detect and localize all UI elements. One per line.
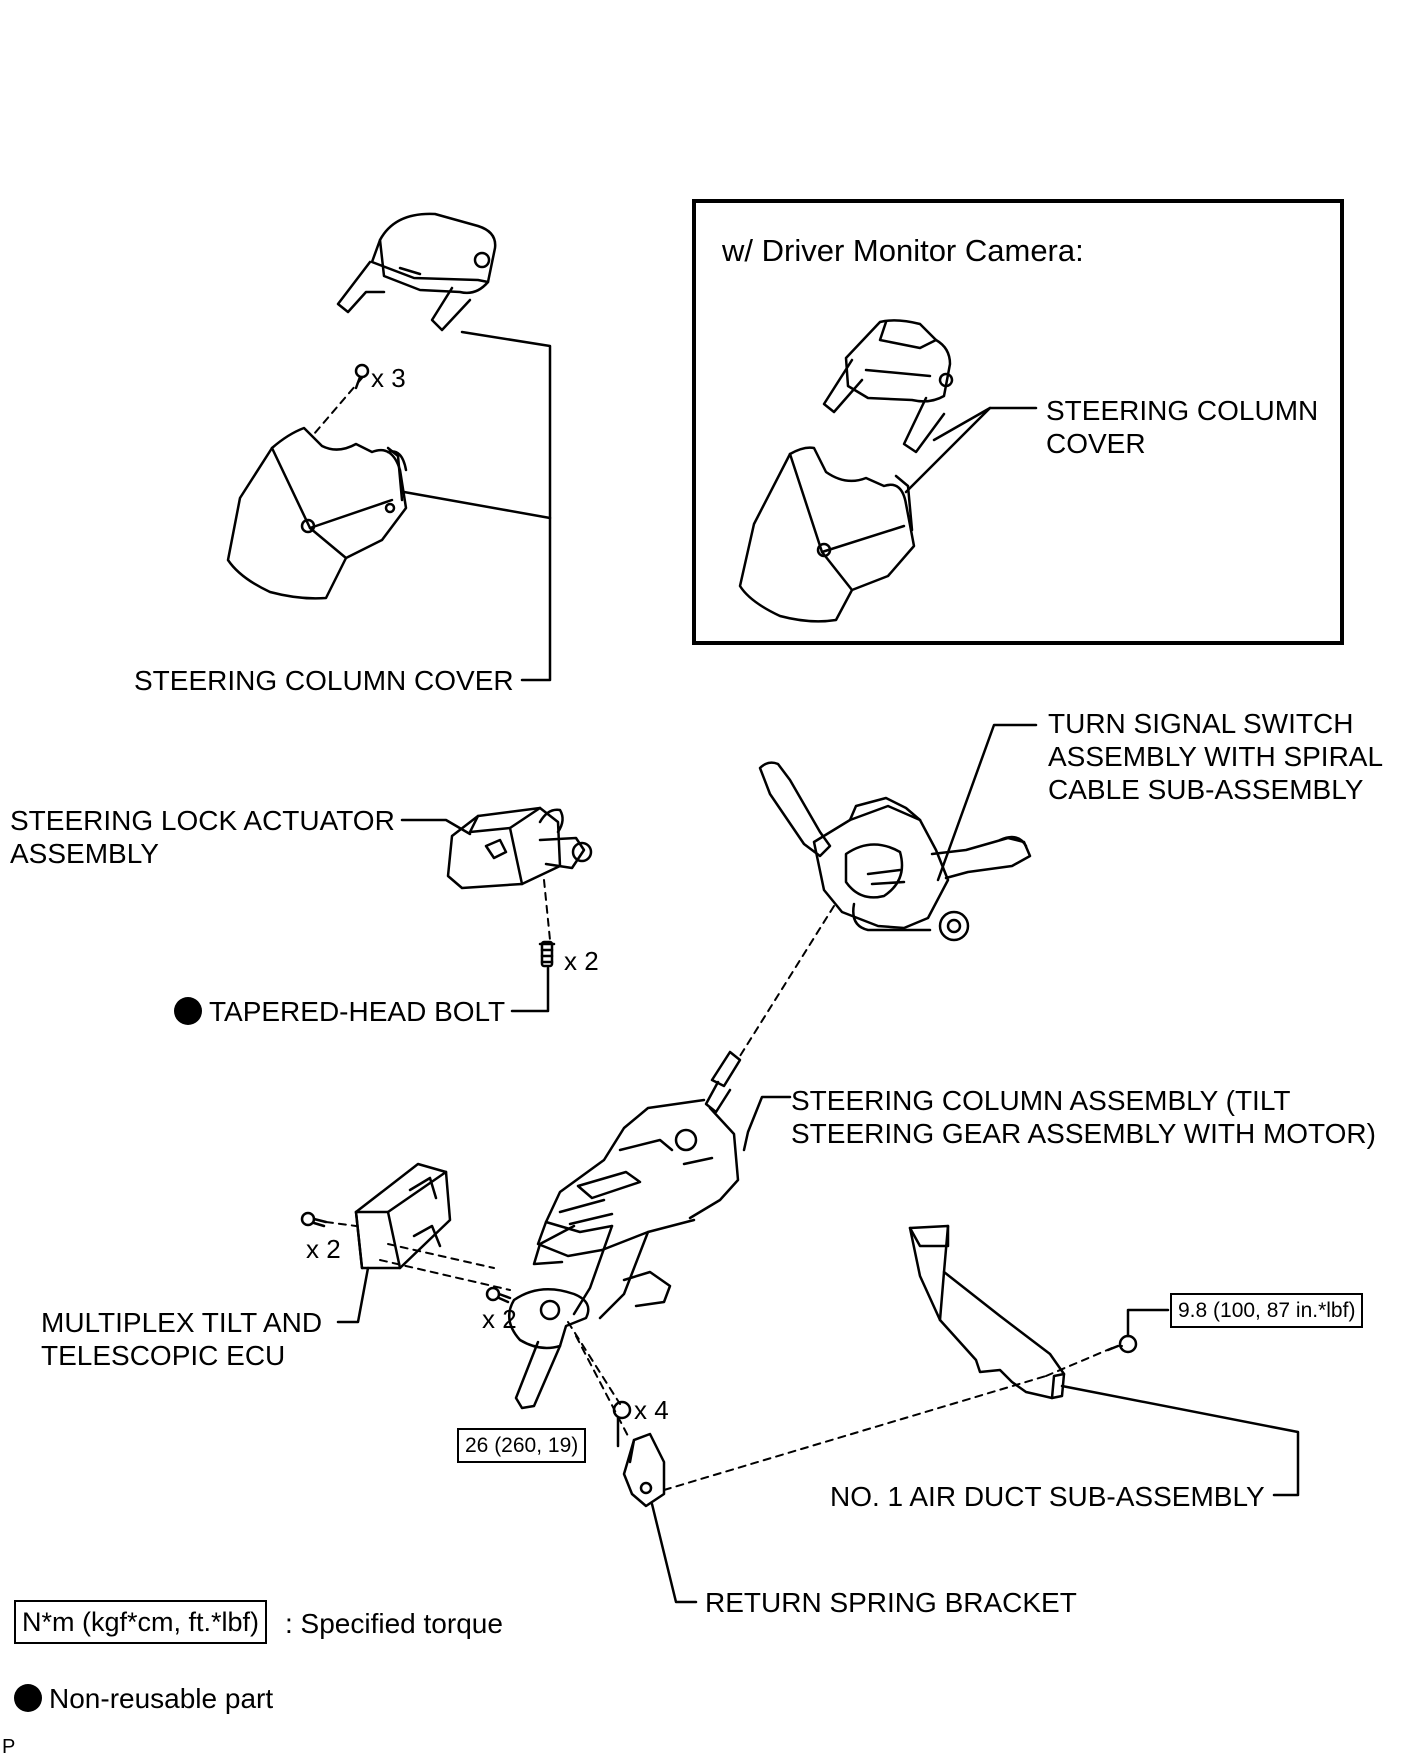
ecu-screw-drawing-2 [485,1286,512,1304]
return-spring-bracket-drawing [622,1432,666,1508]
tapered-head-bolt-drawing [538,940,556,968]
lower-column-cover-drawing [226,426,408,600]
steering-column-assembly-drawing [507,1050,742,1410]
tapered-head-bolt-text: TAPERED-HEAD BOLT [209,996,506,1027]
air-duct-torque-box: 9.8 (100, 87 in.*lbf) [1170,1293,1364,1328]
inset-title: w/ Driver Monitor Camera: [722,233,1084,268]
non-reusable-dot-icon [174,997,202,1025]
legend-torque-desc: : Specified torque [285,1608,503,1639]
assembly-dashed-lines [313,377,1123,1491]
multiplex-ecu-drawing [354,1162,452,1270]
legend-dot-icon [14,1684,42,1712]
air-duct-drawing [908,1224,1066,1400]
return-spring-bracket-label: RETURN SPRING BRACKET [705,1587,1077,1618]
multiplex-ecu-label: MULTIPLEX TILT AND TELESCOPIC ECU [41,1307,323,1371]
steering-column-cover-label: STEERING COLUMN COVER [134,665,514,696]
column-nut-qty: x 4 [634,1395,669,1425]
inset-upper-cover-drawing [822,319,954,454]
steering-column-assembly-label: STEERING COLUMN ASSEMBLY (TILT STEERING … [791,1085,1376,1149]
cover-screw-drawing [354,363,370,390]
ecu-screw-drawing-1 [300,1211,328,1228]
inset-lower-cover-drawing [738,446,916,623]
turn-signal-switch-drawing [758,761,1032,942]
legend-nonreusable: Non-reusable part [14,1682,273,1715]
lock-bolt-qty: x 2 [564,946,599,976]
corner-mark: P [2,1736,16,1758]
inset-cover-label: STEERING COLUMN COVER [1046,395,1319,459]
steering-lock-actuator-label: STEERING LOCK ACTUATOR ASSEMBLY [10,805,395,869]
inset-frame [692,199,1344,645]
column-torque-box: 26 (260, 19) [457,1428,587,1463]
tapered-head-bolt-label: TAPERED-HEAD BOLT [174,995,505,1028]
leader-lines [336,330,1300,1604]
turn-signal-switch-label: TURN SIGNAL SWITCH ASSEMBLY WITH SPIRAL … [1048,708,1384,805]
air-duct-bolt-drawing [1106,1334,1138,1354]
steering-lock-actuator-drawing [446,806,593,890]
column-nut-drawing [612,1400,632,1420]
cover-screw-qty: x 3 [371,363,406,393]
no1-air-duct-label: NO. 1 AIR DUCT SUB-ASSEMBLY [830,1481,1265,1512]
upper-column-cover-drawing [336,212,497,332]
ecu-screw-qty-2: x 2 [482,1304,517,1334]
ecu-screw-qty-1: x 2 [306,1234,341,1264]
legend-nonreusable-text: Non-reusable part [49,1683,274,1714]
legend-torque-unit-box: N*m (kgf*cm, ft.*lbf) [14,1600,268,1644]
